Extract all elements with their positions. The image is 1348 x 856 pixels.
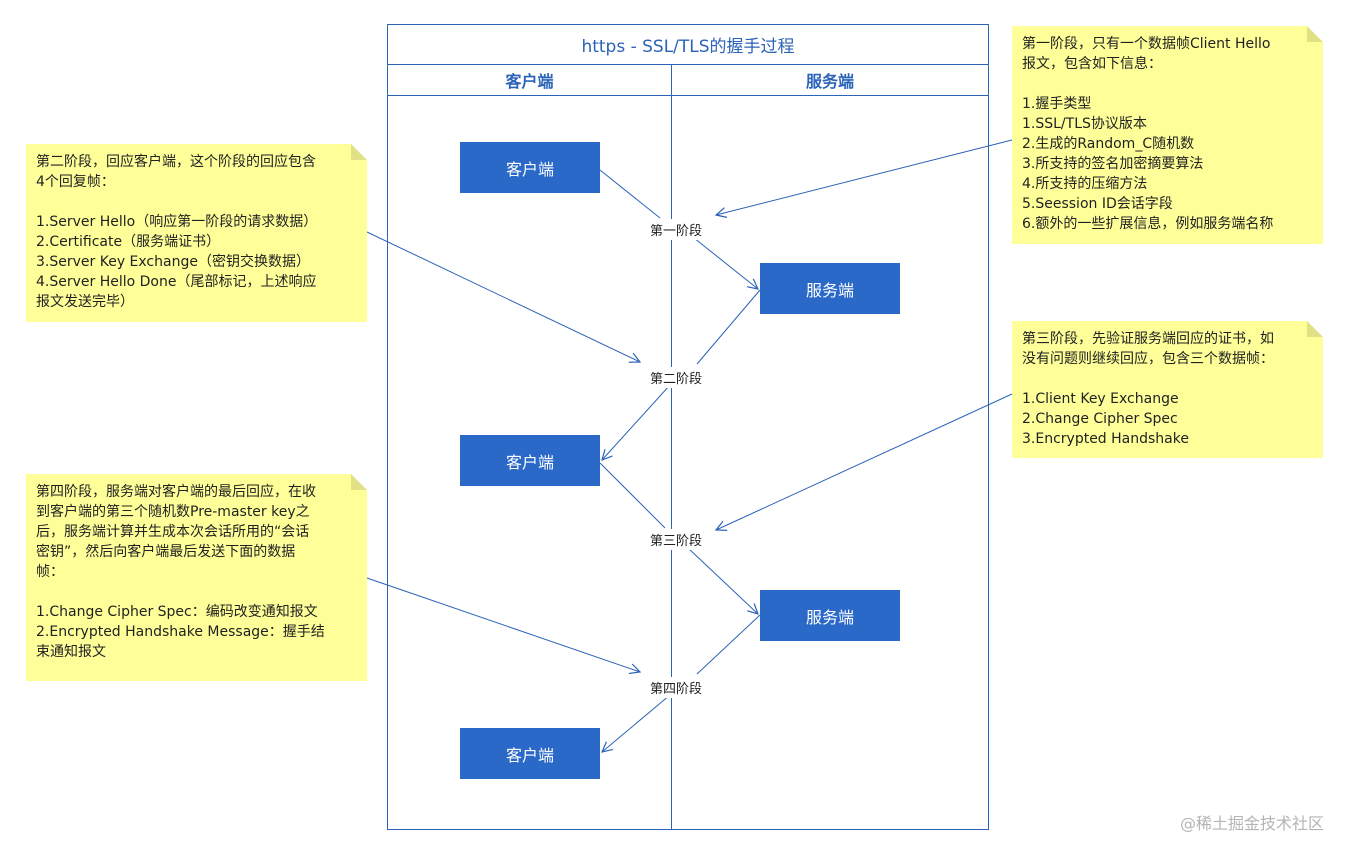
note-line: 帧：	[36, 564, 64, 580]
note-stage-1: 第一阶段，只有一个数据帧Client Hello 报文，包含如下信息： 1.握手…	[1012, 26, 1323, 244]
note-line	[1022, 74, 1313, 94]
note-line	[36, 582, 357, 602]
client-box-2: 客户端	[460, 435, 600, 486]
note-line: 2.Certificate（服务端证书）	[36, 234, 221, 250]
note-line: 3.Server Key Exchange（密钥交换数据）	[36, 254, 310, 270]
stage-label-1: 第一阶段	[648, 219, 705, 240]
note-line: 束通知报文	[36, 644, 106, 660]
note-line: 后，服务端计算并生成本次会话所用的“会话	[36, 524, 310, 540]
server-box-2: 服务端	[760, 590, 900, 641]
note-line: 1.Change Cipher Spec：编码改变通知报文	[36, 604, 318, 620]
client-box-3: 客户端	[460, 728, 600, 779]
stage-label-2: 第二阶段	[648, 367, 705, 388]
diagram-title: https - SSL/TLS的握手过程	[388, 25, 988, 65]
note-line: 没有问题则继续回应，包含三个数据帧：	[1022, 351, 1274, 367]
note-line: 报文发送完毕）	[36, 294, 134, 310]
lane-header-client: 客户端	[388, 65, 672, 96]
note-line: 密钥”，然后向客户端最后发送下面的数据	[36, 544, 296, 560]
server-box-1: 服务端	[760, 263, 900, 314]
note-line: 第三阶段，先验证服务端回应的证书，如	[1022, 331, 1274, 347]
note-line: 1.SSL/TLS协议版本	[1022, 116, 1147, 132]
note-line: 3.所支持的签名加密摘要算法	[1022, 156, 1204, 172]
note-line: 1.Client Key Exchange	[1022, 391, 1179, 407]
note-line: 4.Server Hello Done（尾部标记，上述响应	[36, 274, 317, 290]
note-line: 第四阶段，服务端对客户端的最后回应，在收	[36, 484, 316, 500]
note-line: 3.Encrypted Handshake	[1022, 431, 1189, 447]
note-line: 第一阶段，只有一个数据帧Client Hello	[1022, 36, 1271, 52]
note-stage-4: 第四阶段，服务端对客户端的最后回应，在收 到客户端的第三个随机数Pre-mast…	[26, 474, 367, 681]
note-line: 2.Change Cipher Spec	[1022, 411, 1178, 427]
note-line: 到客户端的第三个随机数Pre-master key之	[36, 504, 310, 520]
stage-label-3: 第三阶段	[648, 529, 705, 550]
note-stage-3: 第三阶段，先验证服务端回应的证书，如 没有问题则继续回应，包含三个数据帧： 1.…	[1012, 321, 1323, 458]
lane-divider	[671, 65, 672, 829]
note-line: 报文，包含如下信息：	[1022, 56, 1162, 72]
note-line: 2.Encrypted Handshake Message：握手结	[36, 624, 325, 640]
lane-header-server: 服务端	[672, 65, 988, 96]
note-line: 4个回复帧：	[36, 174, 115, 190]
stage-label-4: 第四阶段	[648, 677, 705, 698]
note-line	[36, 192, 357, 212]
note-line: 6.额外的一些扩展信息，例如服务端名称	[1022, 216, 1274, 232]
client-box-1: 客户端	[460, 142, 600, 193]
note-line: 4.所支持的压缩方法	[1022, 176, 1148, 192]
note-line: 5.Seession ID会话字段	[1022, 196, 1173, 212]
note-line	[1022, 369, 1313, 389]
note-line: 1.握手类型	[1022, 96, 1092, 112]
note-line: 1.Server Hello（响应第一阶段的请求数据）	[36, 214, 318, 230]
note-stage-2: 第二阶段，回应客户端，这个阶段的回应包含 4个回复帧： 1.Server Hel…	[26, 144, 367, 322]
note-line: 2.生成的Random_C随机数	[1022, 136, 1195, 152]
watermark: @稀土掘金技术社区	[1179, 814, 1324, 833]
note-line: 第二阶段，回应客户端，这个阶段的回应包含	[36, 154, 316, 170]
